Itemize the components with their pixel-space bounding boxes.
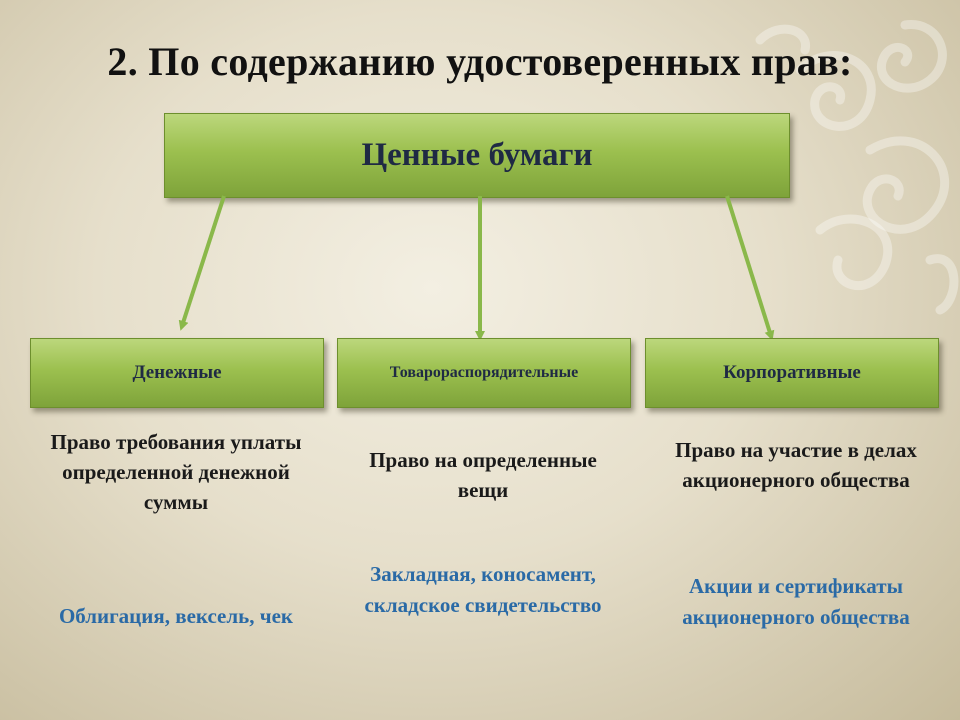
category-label: Корпоративные bbox=[723, 362, 861, 383]
arrow-to-monetary bbox=[178, 195, 226, 331]
category-commodity-disposal: Товарораспорядительные bbox=[337, 338, 631, 408]
arrow-to-corporate bbox=[725, 195, 775, 341]
examples-commodity-disposal: Закладная, коносамент, складское свидете… bbox=[364, 562, 602, 617]
examples-monetary: Облигация, вексель, чек bbox=[58, 604, 294, 628]
slide-title: 2. По содержанию удостоверенных прав: bbox=[107, 39, 853, 84]
description-monetary: Право требования уплаты определенной ден… bbox=[50, 430, 302, 514]
root-node-securities: Ценные бумаги bbox=[164, 113, 790, 198]
category-corporate: Корпоративные bbox=[645, 338, 939, 408]
category-label: Денежные bbox=[132, 362, 222, 383]
root-node-label: Ценные бумаги bbox=[361, 137, 593, 173]
category-label: Товарораспорядительные bbox=[389, 364, 579, 381]
description-corporate: Право на участие в делах акционерного об… bbox=[675, 438, 917, 492]
category-monetary: Денежные bbox=[30, 338, 324, 408]
examples-corporate: Акции и сертификаты акционерного обществ… bbox=[682, 574, 910, 629]
description-commodity-disposal: Право на определенные вещи bbox=[369, 448, 597, 502]
